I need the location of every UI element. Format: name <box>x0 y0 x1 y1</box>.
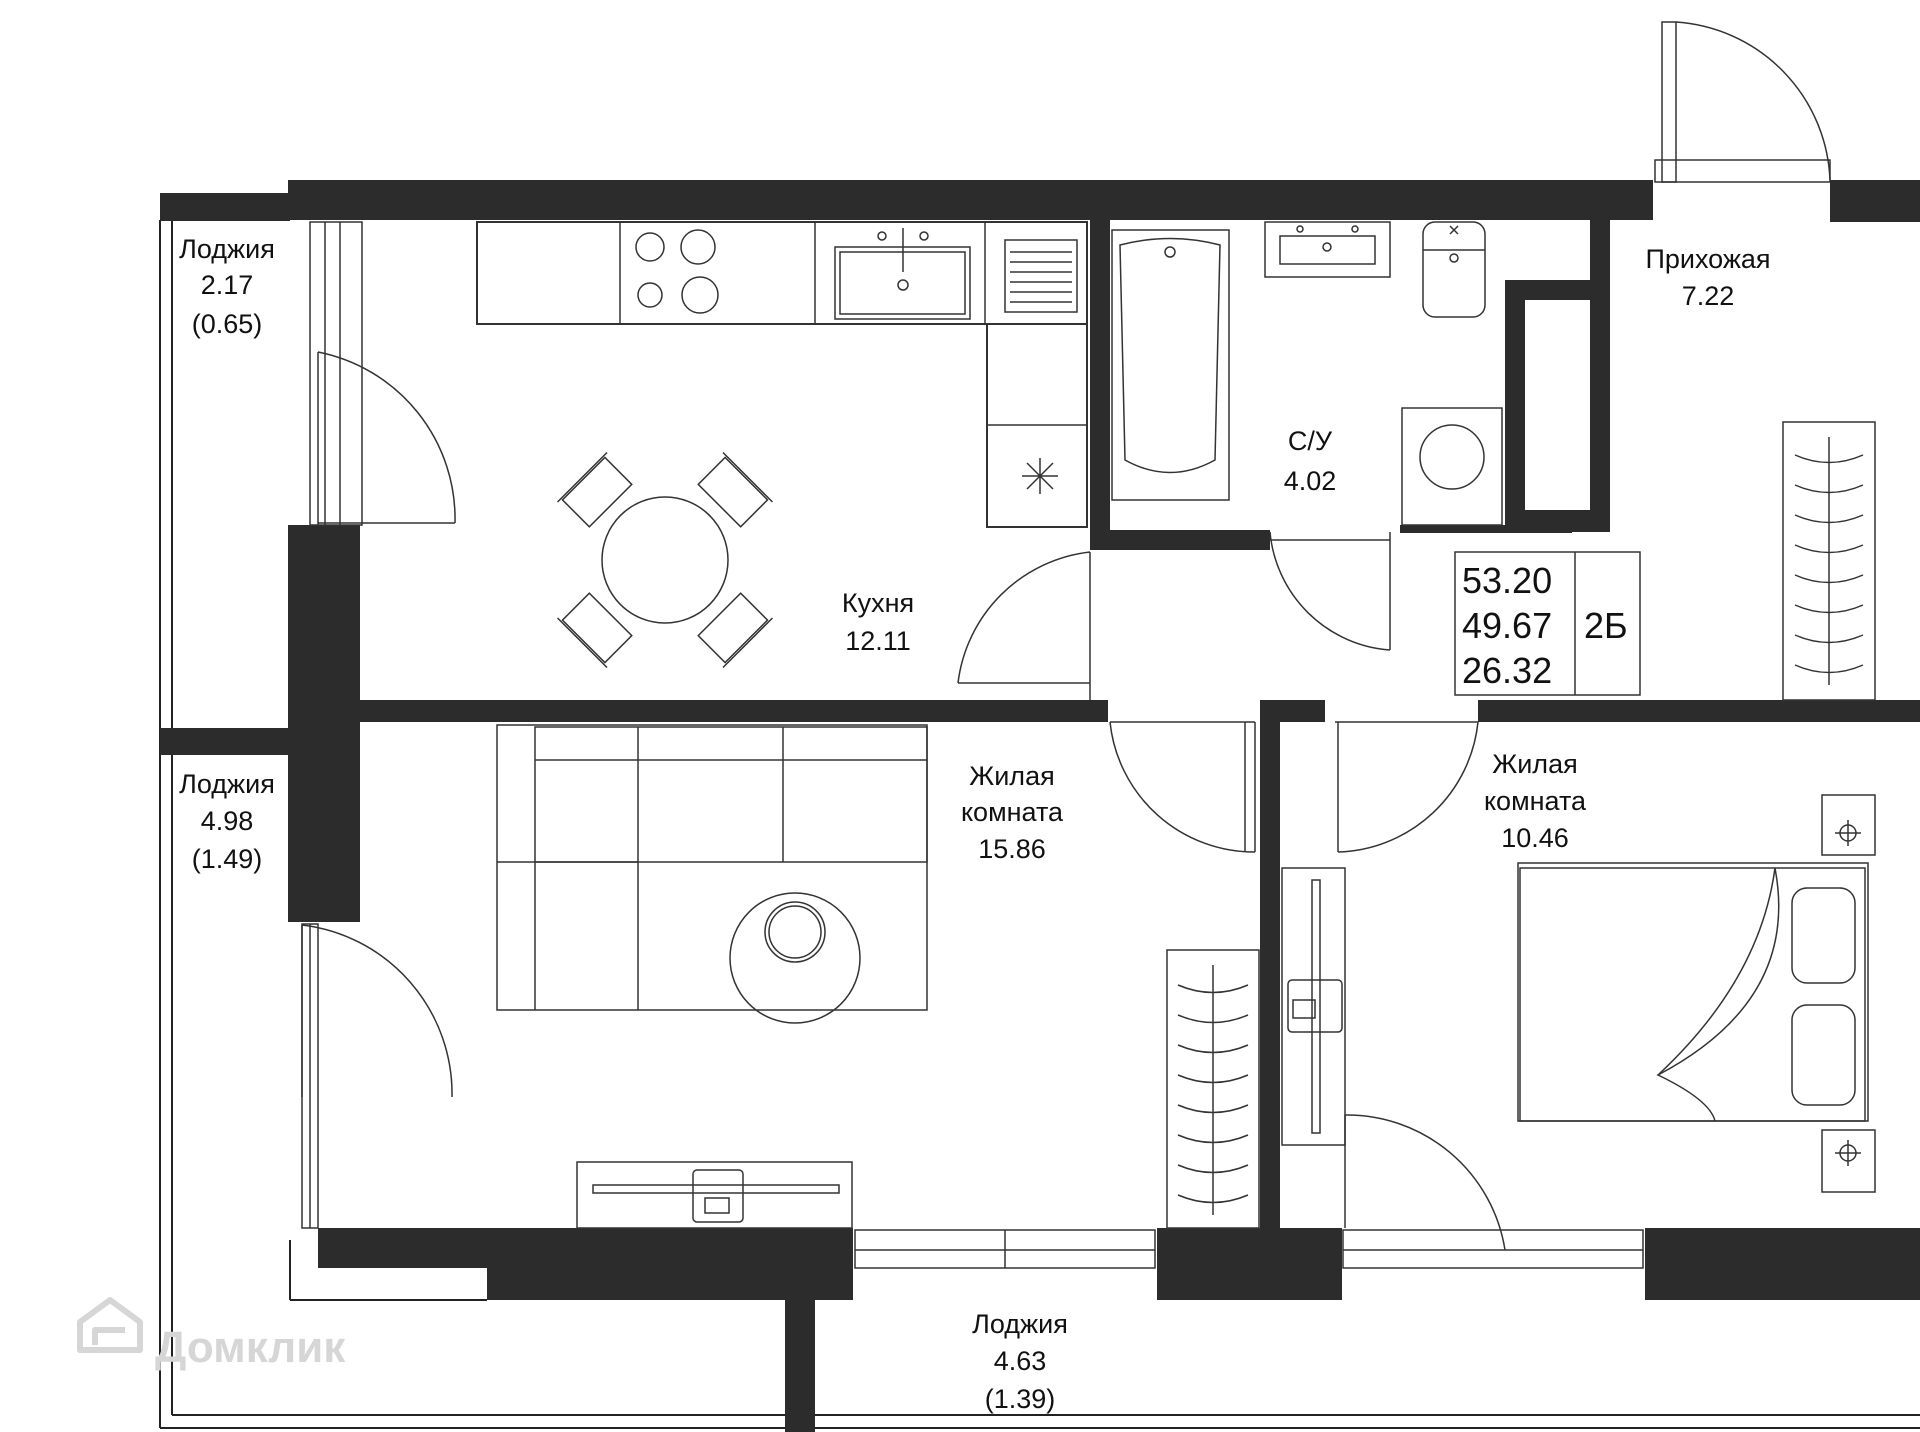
desk-icon <box>1281 867 1346 1146</box>
living-wardrobe-icon <box>1166 949 1260 1229</box>
living-small-name-2: комната <box>1484 786 1587 816</box>
walls <box>160 180 1920 1432</box>
loggia-top-reduced: (0.65) <box>192 309 263 339</box>
watermark-brand: Домклик <box>155 1323 346 1372</box>
toilet-icon <box>1422 221 1486 318</box>
living-big-area: 15.86 <box>978 834 1046 864</box>
double-bed-icon <box>1517 862 1869 1122</box>
tv-stand-icon <box>576 1161 853 1229</box>
windows <box>301 159 1831 1269</box>
dining-table-icon <box>556 451 774 669</box>
fridge-icon <box>1022 458 1058 494</box>
watermark: Домклик <box>77 1297 346 1372</box>
dishwasher-icon <box>1004 239 1078 313</box>
house-logo-icon <box>77 1297 143 1353</box>
living-small-name-1: Жилая <box>1492 749 1577 779</box>
balcony-outlines <box>159 220 1920 1429</box>
living-area: 26.32 <box>1462 650 1552 691</box>
hallway-area: 7.22 <box>1682 281 1735 311</box>
loggia-top-area: 2.17 <box>201 270 254 300</box>
kitchen-area: 12.11 <box>845 626 911 656</box>
area-summary-box: 53.20 49.67 26.32 2Б <box>1454 551 1641 696</box>
corner-sofa-icon <box>496 724 928 1011</box>
bathroom-area: 4.02 <box>1284 466 1337 496</box>
loggia-top-name: Лоджия <box>179 234 275 264</box>
bathroom-sink-icon <box>1264 221 1391 278</box>
stove-icon <box>635 229 719 314</box>
loggia-bottom-area: 4.63 <box>994 1346 1047 1376</box>
hallway-name: Прихожая <box>1645 244 1770 274</box>
washing-machine-icon <box>1401 407 1503 526</box>
loggia-left-area: 4.98 <box>201 806 254 836</box>
total-area: 53.20 <box>1462 560 1552 601</box>
room-labels: Лоджия 2.17 (0.65) Лоджия 4.98 (1.49) Ло… <box>179 234 1770 1414</box>
hallway-wardrobe-icon <box>1782 421 1876 701</box>
living-big-name-1: Жилая <box>969 761 1054 791</box>
bathtub-icon <box>1111 229 1230 501</box>
coffee-table-icon <box>729 892 861 1024</box>
loggia-left-name: Лоджия <box>179 769 275 799</box>
kitchen-name: Кухня <box>842 588 914 618</box>
loggia-bottom-reduced: (1.39) <box>985 1384 1056 1414</box>
nightstand-icons <box>1821 794 1876 1193</box>
living-small-area: 10.46 <box>1501 823 1569 853</box>
loggia-bottom-name: Лоджия <box>972 1309 1068 1339</box>
living-big-name-2: комната <box>961 797 1064 827</box>
kitchen-counter <box>476 221 1088 528</box>
kitchen-sink-icon <box>834 228 971 320</box>
bathroom-name: С/У <box>1288 426 1333 456</box>
loggia-left-reduced: (1.49) <box>192 844 263 874</box>
doors <box>301 21 1831 1251</box>
apartment-type: 2Б <box>1584 605 1628 646</box>
area-without-loggias: 49.67 <box>1462 605 1552 646</box>
